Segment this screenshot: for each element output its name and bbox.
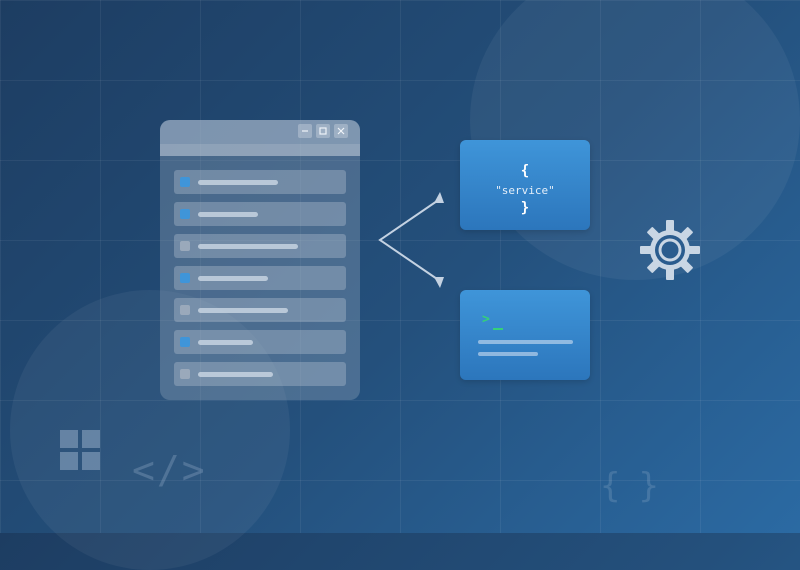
list-item-placeholder (198, 308, 288, 313)
list-item[interactable] (174, 266, 346, 290)
list-item-placeholder (198, 244, 298, 249)
list-item-placeholder (198, 276, 268, 281)
list-item[interactable] (174, 330, 346, 354)
list-item-marker (180, 305, 190, 315)
code-tag-glyph: </> (132, 448, 207, 492)
list-item[interactable] (174, 170, 346, 194)
background-circle (10, 290, 290, 570)
list-item[interactable] (174, 202, 346, 226)
list-item-marker (180, 177, 190, 187)
list-item[interactable] (174, 362, 346, 386)
minimize-icon[interactable] (298, 124, 312, 138)
window-titlebar (160, 120, 360, 156)
list-item-placeholder (198, 340, 253, 345)
list-item-marker (180, 241, 190, 251)
app-window (160, 120, 360, 400)
list-item-placeholder (198, 180, 278, 185)
list-item-marker (180, 369, 190, 379)
json-service-text: "service" (495, 184, 555, 197)
json-open-brace: { (520, 163, 530, 179)
list-item[interactable] (174, 234, 346, 258)
close-icon[interactable] (334, 124, 348, 138)
windows-tiles-icon (60, 430, 100, 470)
list-item[interactable] (174, 298, 346, 322)
terminal-cursor (493, 328, 503, 330)
item-list (174, 170, 346, 394)
list-item-placeholder (198, 212, 258, 217)
list-item-marker (180, 273, 190, 283)
terminal-output-line (478, 340, 573, 344)
json-service-card: { "service" } (460, 140, 590, 230)
gear-icon (640, 220, 700, 280)
terminal-output-line (478, 352, 538, 356)
list-item-marker (180, 209, 190, 219)
terminal-prompt: > (482, 312, 490, 327)
terminal-card: > (460, 290, 590, 380)
arrow-fork-icon (378, 192, 444, 288)
maximize-icon[interactable] (316, 124, 330, 138)
list-item-marker (180, 337, 190, 347)
curly-brace-glyph: {} (600, 466, 677, 506)
json-close-brace: } (520, 200, 530, 216)
window-controls (298, 124, 348, 138)
list-item-placeholder (198, 372, 273, 377)
